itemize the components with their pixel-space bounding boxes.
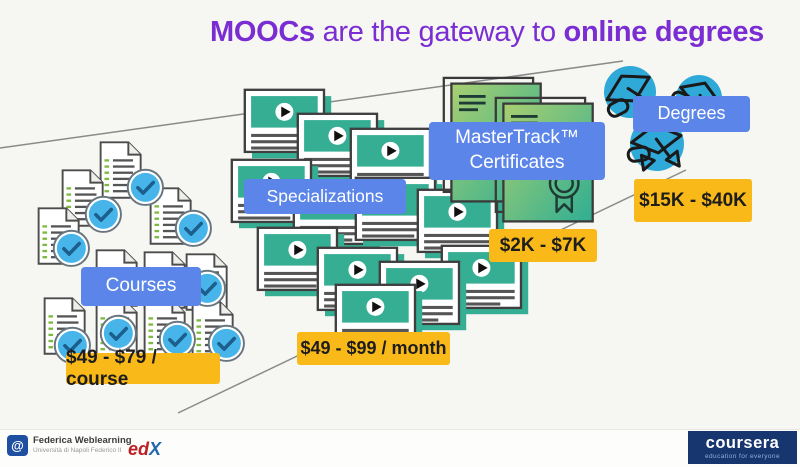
federica-name: Federica Weblearning [33,435,132,447]
title-middle: are the gateway to [314,16,564,48]
edx-logo-ed: ed [128,439,150,459]
title-bold-suffix: online degrees [563,16,765,48]
checkmark-icon [84,195,123,234]
checkmark-icon [174,209,213,248]
checkmark-icon [126,168,165,207]
stage-label-degrees: Degrees [633,96,750,132]
stage-label-text: Degrees [657,103,726,124]
price-tag-courses: $49 - $79 / course [66,347,220,390]
coursera-logo: coursera education for everyone [688,431,797,464]
federica-subtitle: Università di Napoli Federico II [33,447,122,455]
stage-label-text: Specializations [266,186,384,207]
price-tag-mastertrack: $2K - $7K [489,229,597,262]
courses-icon-cluster [37,141,246,365]
slide-title: MOOCs are the gateway to online degrees [187,16,787,49]
federica-logo-text: Federica Weblearning Università di Napol… [33,435,132,455]
federica-logo: @ Federica Weblearning Università di Nap… [7,435,132,456]
edx-logo-x: X [149,439,162,459]
edx-logo: edX [128,439,161,460]
title-bold-prefix: MOOCs [209,16,315,48]
stage-label-courses: Courses [81,267,201,306]
federica-logo-icon: @ [7,435,28,456]
price-tag-specializations: $49 - $99 / month [297,332,450,365]
stage-label-specializations: Specializations [244,179,406,214]
coursera-logo-name: coursera [705,434,780,453]
stage-label-mastertrack: MasterTrack™ Certificates [429,122,605,180]
stage-label-text: Courses [105,275,177,297]
footer-bar: @ Federica Weblearning Università di Nap… [0,429,800,467]
price-tag-degrees: $15K - $40K [634,179,752,222]
stage-label-text: MasterTrack™ [455,127,579,149]
checkmark-icon [52,229,91,268]
stage-label-text: Certificates [469,152,565,173]
coursera-tagline: education for everyone [705,452,780,460]
